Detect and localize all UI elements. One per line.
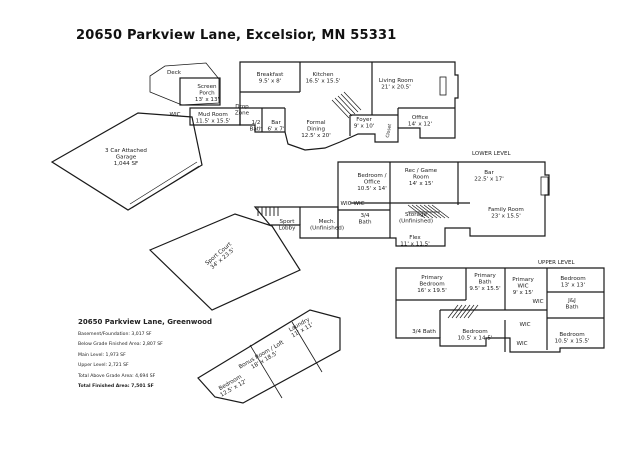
room-deck: Deck: [167, 70, 182, 76]
lower-level-heading: LOWER LEVEL: [472, 151, 511, 157]
summary-row-upper-level: Upper Level: 2,721 SF: [78, 363, 129, 369]
lower-level-walls: [148, 161, 550, 311]
room-main-wic: WIC: [169, 112, 180, 118]
summary-row-below-grade: Below Grade Finished Area: 2,807 SF: [78, 342, 163, 348]
room-laundry: Laundry11' x 11': [288, 316, 315, 339]
room-lower-wic-2: WIC: [353, 201, 364, 207]
room-upper-bedroom-sw: Bedroom12.5' x 12': [216, 373, 248, 398]
room-lower-wic: WIC: [340, 201, 351, 207]
summary-row-basement: Basement/Foundation: 3,017 SF: [78, 332, 152, 337]
room-upper-34-bath: 3/4 Bath: [412, 329, 436, 335]
page-title: 20650 Parkview Lane, Excelsior, MN 55331: [76, 28, 397, 43]
summary-row-above-grade: Total Above Grade Area: 4,694 SF: [78, 373, 156, 379]
room-storage: Storage(Unfinished): [399, 212, 433, 224]
upper-level-walls: [197, 267, 605, 404]
room-bonus-room: Bonus Room / Loft18' x 18.5': [238, 339, 289, 376]
garage-walls: [50, 112, 203, 211]
room-upper-wic-b: WIC: [519, 322, 530, 328]
summary-row-main-level: Main Level: 1,973 SF: [78, 352, 126, 358]
main-level-walls: [149, 61, 459, 151]
room-closet: Closet: [385, 123, 393, 138]
summary-row-total: Total Finished Area: 7,501 SF: [78, 383, 154, 389]
area-summary: 20650 Parkview Lane, Greenwood Basement/…: [78, 318, 228, 394]
summary-title: 20650 Parkview Lane, Greenwood: [78, 318, 212, 326]
upper-level-heading: UPPER LEVEL: [538, 260, 575, 266]
room-mech: Mech.(Unfinished): [310, 219, 344, 231]
room-upper-wic-c: WIC: [516, 341, 527, 347]
room-sport-court: Sport Court34' x 23.5': [205, 241, 238, 272]
room-upper-wic-a: WIC: [532, 299, 543, 305]
